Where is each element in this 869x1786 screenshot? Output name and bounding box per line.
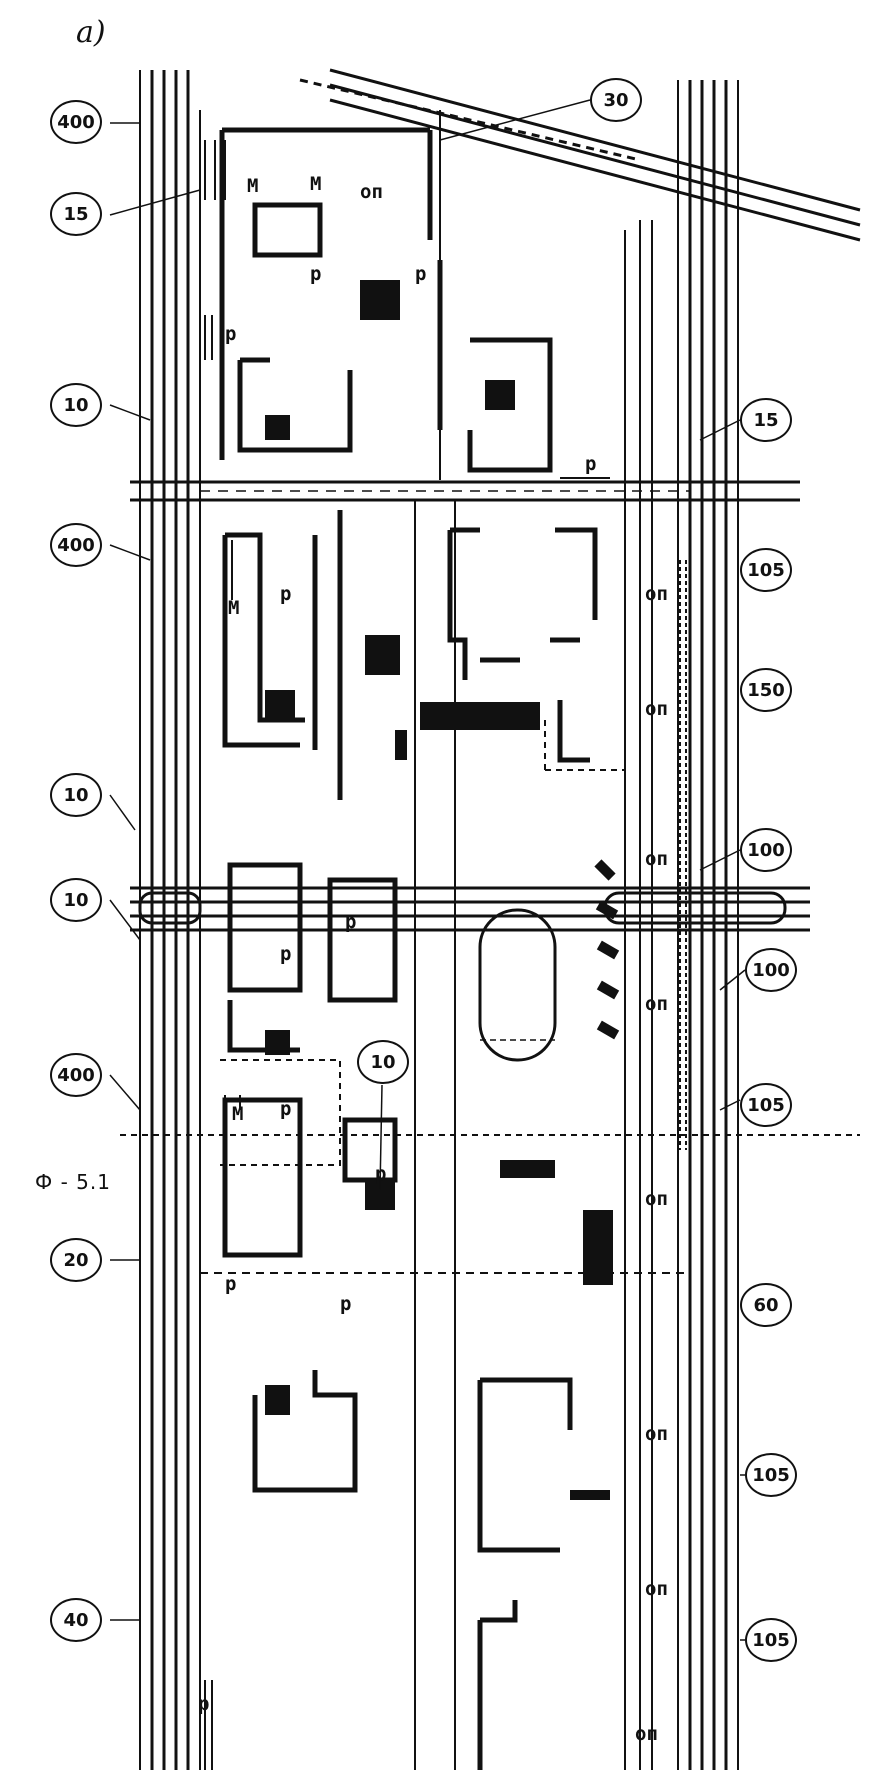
callout-left: 10 [50,878,102,922]
callout-right: 150 [740,668,792,712]
callout-left: 10 [50,383,102,427]
stadium [478,908,557,1062]
callout-right: 100 [745,948,797,992]
parking-symbol: р [225,1273,236,1295]
small-buildings [265,280,620,1500]
left-highway [139,70,201,1770]
stop-symbol: оп [645,993,668,1015]
stop-symbol: оп [645,698,668,720]
parking-symbol: р [280,583,291,605]
callout-left: 400 [50,523,102,567]
callout-left: 400 [50,100,102,144]
right-highway [639,80,739,1770]
map-symbols: М М оп р р р р М р оп оп оп р р оп р М р… [198,173,668,1745]
stop-symbol: оп [635,1723,658,1745]
callout-inner: 10 [357,1040,409,1084]
cross-street-upper [130,480,800,502]
callout-left: 40 [50,1598,102,1642]
stop-symbol: оп [645,1188,668,1210]
parking-symbol: р [375,1163,386,1185]
residential-blocks [219,127,573,1770]
stop-symbol: оп [645,583,668,605]
callout-right: 105 [745,1453,797,1497]
metro-symbol: М [247,175,258,197]
metro-symbol: М [228,597,239,619]
callout-left: 400 [50,1053,102,1097]
callout-right: 60 [740,1283,792,1327]
callout-right: 105 [740,548,792,592]
callout-left: 10 [50,773,102,817]
stop-symbol: оп [360,181,383,203]
parking-symbol: р [415,263,426,285]
metro-symbol: М [232,1103,243,1125]
parking-symbol: р [345,911,356,933]
figure-label: а) [76,15,106,50]
public-center [420,527,625,771]
parking-strips [204,140,687,1770]
callout-left: 20 [50,1238,102,1282]
section-label: Ф - 5.1 [35,1170,111,1194]
parking-symbol: р [310,263,321,285]
stop-symbol: оп [645,1423,668,1445]
callout-right: 105 [740,1083,792,1127]
stop-symbol: оп [645,848,668,870]
parking-symbol: р [585,453,596,475]
callout-right: 100 [740,828,792,872]
internal-roads [414,110,641,1770]
diagonal-road [299,68,861,242]
callout-right: 30 [590,78,642,122]
callout-right: 105 [745,1618,797,1662]
dashed-boundary [120,1059,860,1166]
callout-right: 15 [740,398,792,442]
parking-symbol: р [198,1693,209,1715]
callout-left: 15 [50,192,102,236]
parking-symbol: р [280,1098,291,1120]
parking-symbol: р [340,1293,351,1315]
parking-symbol: р [280,943,291,965]
parking-symbol: р [225,323,236,345]
stop-symbol: оп [645,1578,668,1600]
metro-symbol: М [310,173,321,195]
